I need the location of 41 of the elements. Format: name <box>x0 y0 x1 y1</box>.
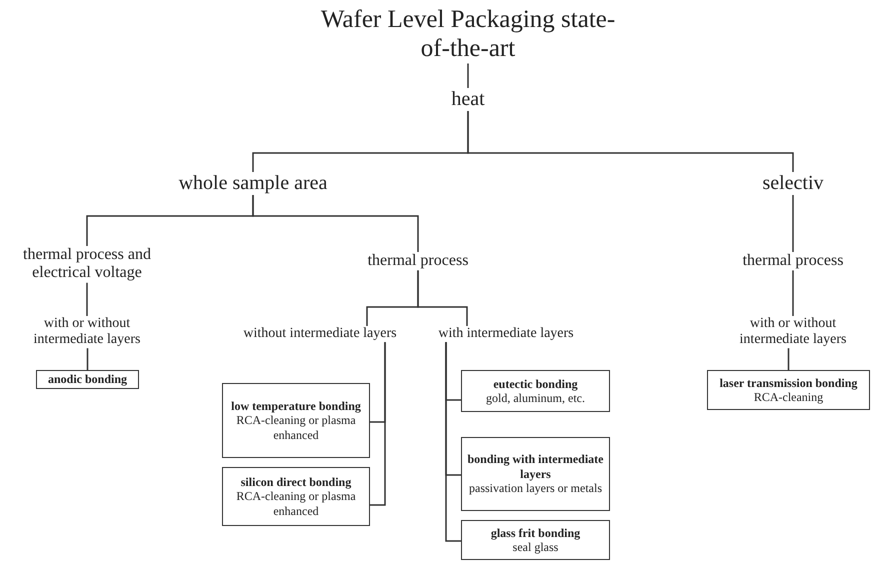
tree-label: with intermediate layers <box>426 326 586 342</box>
connector-line <box>252 195 419 252</box>
tree-label: thermal process and electrical voltage <box>1 246 173 283</box>
connector-line <box>86 348 88 370</box>
tree-label: with or without intermediate layers <box>718 316 868 348</box>
connector-line <box>467 64 469 88</box>
box-heading: silicon direct bonding <box>240 474 352 490</box>
process-box <box>461 437 610 511</box>
box-description: passivation layers or metals <box>469 481 602 496</box>
process-box <box>461 370 610 412</box>
process-box <box>461 520 610 560</box>
connector-line <box>86 282 88 316</box>
connector-line <box>792 195 794 252</box>
connector-line <box>792 270 794 316</box>
tree-label: without intermediate layers <box>226 326 414 342</box>
tree-label: Wafer Level Packaging state-of-the-art <box>318 6 618 64</box>
process-box <box>36 370 139 389</box>
box-description: RCA-cleaning or plasma enhanced <box>235 413 357 442</box>
connector-line <box>467 111 794 172</box>
tree-label: heat <box>428 88 508 111</box>
connector-line <box>370 342 386 506</box>
tree-label: thermal process <box>348 252 488 270</box>
process-box <box>222 383 370 458</box>
tree-label: selectiv <box>743 172 843 195</box>
process-box <box>222 467 370 526</box>
box-description: RCA-cleaning or plasma enhanced <box>235 489 357 518</box>
tree-label: whole sample area <box>153 172 353 195</box>
box-heading: anodic bonding <box>48 372 128 387</box>
box-heading: eutectic bonding <box>493 376 578 391</box>
connector-line <box>445 342 461 542</box>
tree-label: with or without intermediate layers <box>12 316 162 348</box>
connector-line <box>417 270 468 326</box>
box-description: RCA-cleaning <box>754 390 824 404</box>
box-description: seal glass <box>512 540 558 554</box>
box-heading: laser transmission bonding <box>720 376 858 390</box>
process-box <box>707 370 870 410</box>
box-description: gold, aluminum, etc. <box>486 391 585 406</box>
box-heading: low temperature bonding <box>231 398 361 414</box>
box-heading: glass frit bonding <box>490 526 580 540</box>
tree-label: thermal process <box>723 252 863 270</box>
connector-line <box>788 348 790 370</box>
